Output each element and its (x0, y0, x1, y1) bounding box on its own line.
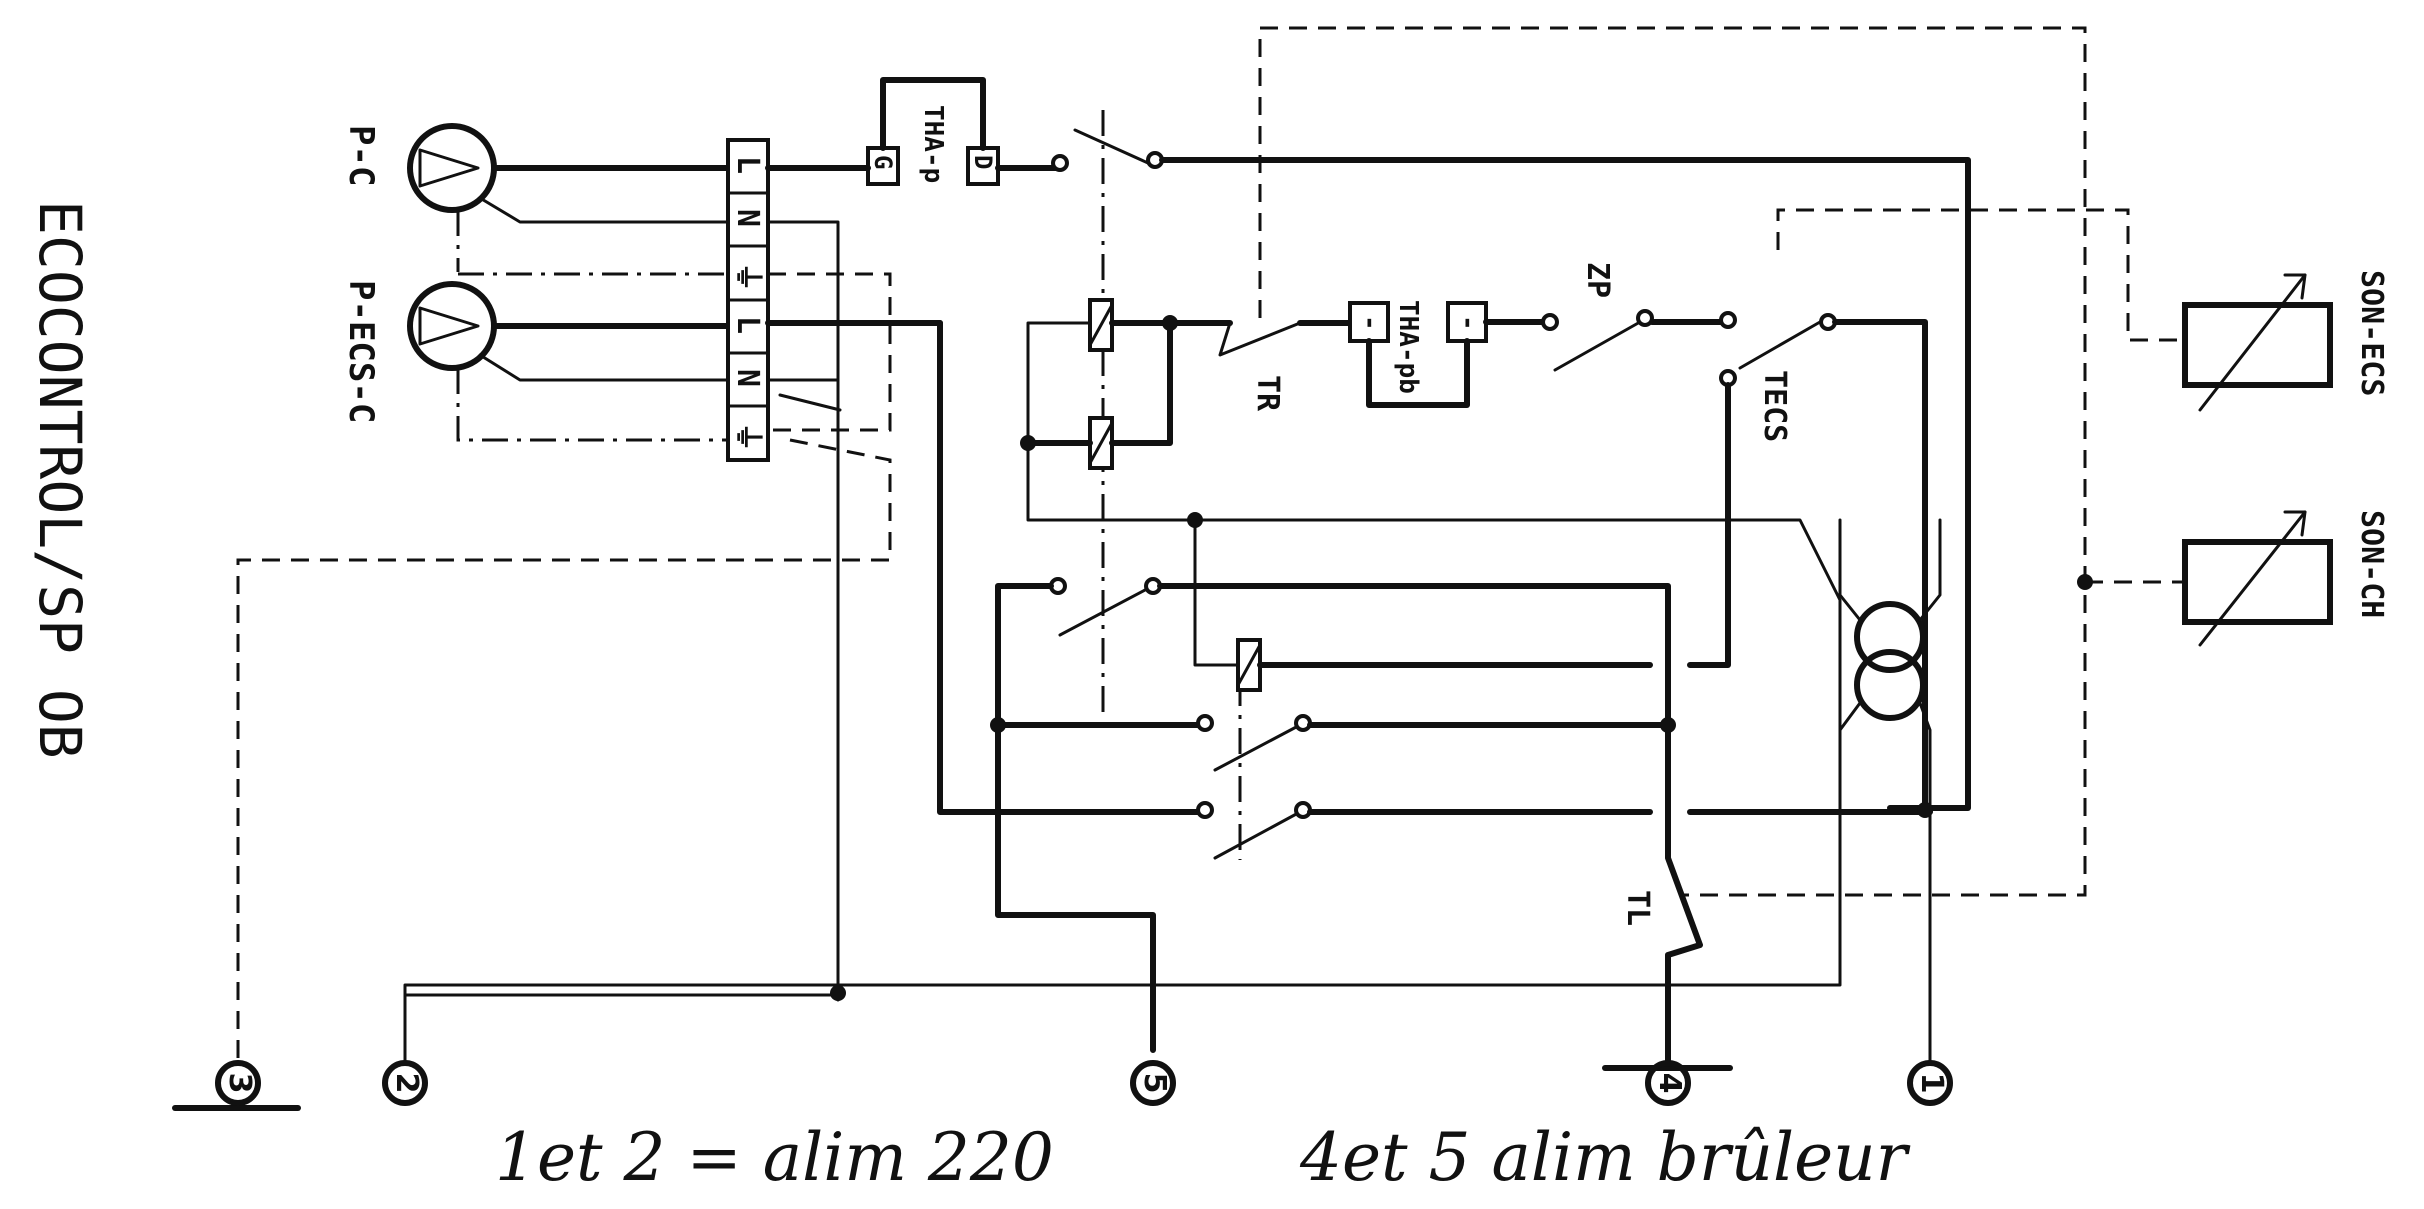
relay-coil-upper (1088, 298, 1114, 352)
terminal-5-label: 5 (1137, 1073, 1172, 1094)
relay-coil-middle (1236, 638, 1262, 692)
terminal-2-label: 2 (389, 1073, 424, 1094)
terminal-3: 3 (172, 1060, 301, 1111)
terminal-block: L N ⏚ L N ⏚ (726, 138, 770, 462)
tha-pb-dash-left: - (1355, 315, 1385, 331)
sensor-son-ch (2182, 510, 2333, 647)
pump-c-label: P-C (341, 125, 381, 186)
terminal-2: 2 (382, 1060, 428, 1106)
transformer (1854, 601, 1926, 721)
terminal-block-earth1: ⏚ (730, 262, 765, 292)
terminal-block-n1: N (730, 209, 765, 227)
tha-pb-thermostat: - - THA-pb (1348, 300, 1488, 408)
tha-p-d: D (969, 155, 997, 169)
terminal-block-l2: L (730, 316, 765, 334)
tha-p-thermostat: G D THA-p (866, 77, 1000, 186)
terminal-3-label: 3 (222, 1073, 257, 1094)
son-ecs-label: SON-ECS (2354, 270, 2389, 396)
zp-label: ZP (1580, 262, 1615, 298)
relay-coil-lower (1088, 416, 1114, 470)
tecs-label: TECS (1757, 370, 1792, 442)
terminal-5: 5 (1130, 1060, 1176, 1106)
tl-label: TL (1620, 890, 1655, 926)
diagram-title: ECOCONTROL/SP OB (26, 200, 94, 759)
terminal-1-label: 1 (1914, 1073, 1949, 1094)
tha-pb-dash-right: - (1453, 315, 1483, 331)
tha-p-label: THA-p (918, 105, 948, 183)
note-burner-power: 4et 5 alim brûleur (1299, 1119, 1911, 1196)
terminal-block-n2: N (730, 369, 765, 387)
sensor-son-ecs (2182, 273, 2333, 412)
tr-label: TR (1250, 375, 1285, 412)
note-power-220: 1et 2 = alim 220 (495, 1119, 1054, 1196)
son-ch-label: SON-CH (2354, 510, 2389, 618)
tha-p-g: G (869, 155, 897, 169)
terminal-1: 1 (1907, 1060, 1953, 1106)
terminal-block-l1: L (730, 156, 765, 174)
terminal-block-earth2: ⏚ (730, 422, 765, 452)
pump-ecs-label: P-ECS-C (341, 280, 381, 423)
terminal-4-label: 4 (1652, 1073, 1687, 1094)
terminal-4: 4 (1602, 1060, 1733, 1106)
tha-pb-label: THA-pb (1393, 300, 1423, 394)
